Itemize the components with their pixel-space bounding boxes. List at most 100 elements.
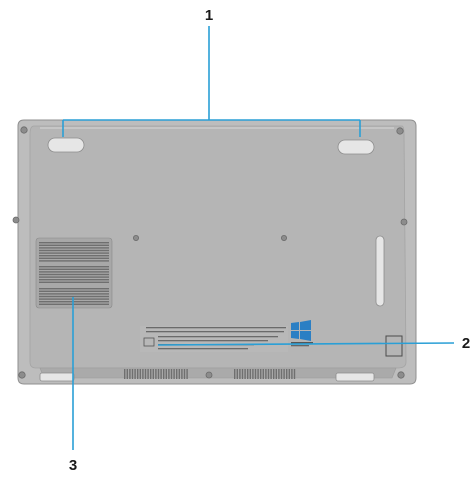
vent-slot: [155, 369, 157, 379]
vent-slot: [163, 369, 165, 379]
vent-slot: [139, 369, 141, 379]
callout-number-2: 2: [462, 335, 470, 352]
vent-slot: [144, 369, 147, 379]
vent-slot: [234, 369, 236, 379]
vent-slot: [257, 369, 259, 379]
service-tag-box: [385, 335, 403, 357]
vent-slot: [131, 369, 134, 379]
vent-slot: [165, 369, 167, 379]
vent-slot: [291, 369, 293, 379]
label-text-line: [158, 336, 278, 338]
vent-slot: [273, 369, 275, 379]
vent-slot: [126, 369, 128, 379]
vent-slot: [236, 369, 238, 379]
vent-slot: [181, 369, 183, 379]
callout-lines: [62, 26, 455, 450]
screw-icon: [132, 234, 139, 241]
vent-slot: [280, 369, 283, 379]
vent-slot: [178, 369, 180, 379]
vent-slot: [252, 369, 254, 379]
front-foot-right: [335, 372, 375, 382]
screw-icon: [397, 371, 405, 379]
screw-icon: [205, 371, 213, 379]
vent-slot: [39, 257, 109, 259]
screw-icon: [18, 371, 26, 379]
vent-slot: [137, 369, 139, 379]
vent-slot: [39, 271, 109, 273]
vent-slot: [39, 295, 109, 298]
vent-slot: [39, 268, 109, 270]
screw-icon: [280, 234, 287, 241]
front-vents: [124, 369, 296, 379]
vent-slot: [150, 369, 152, 379]
rubber-feet: [39, 137, 385, 382]
vent-slot: [39, 252, 109, 254]
vent-slot: [173, 369, 175, 379]
vent-slot: [152, 369, 154, 379]
vent-slot: [39, 298, 109, 300]
front-foot-left: [39, 372, 75, 382]
vent-slot: [241, 369, 244, 379]
vent-slot: [39, 255, 109, 257]
bottom-panel: [29, 125, 407, 369]
vent-slot: [262, 369, 264, 379]
screw-icon: [12, 216, 20, 224]
vent-slot: [39, 279, 109, 281]
vent-slot: [39, 290, 109, 292]
vent-slot: [39, 293, 109, 295]
front-vent-left: [124, 369, 188, 379]
vent-slot: [39, 249, 109, 252]
label-text-line: [158, 348, 248, 350]
callout-2-line: [157, 342, 455, 346]
vent-slot: [183, 369, 186, 379]
vent-slot: [249, 369, 251, 379]
side-foot-right: [375, 235, 385, 307]
vent-slot: [275, 369, 277, 379]
regulatory-label: [140, 326, 288, 352]
label-area: [140, 326, 288, 352]
vent-slot: [134, 369, 136, 379]
vent-slot: [186, 369, 188, 379]
vent-slot: [39, 303, 109, 305]
rear-foot-left: [47, 137, 85, 153]
vent-slot: [254, 369, 257, 379]
vent-slot: [265, 369, 267, 379]
screw-icon: [396, 127, 404, 135]
label-text-line: [158, 340, 268, 342]
vent-slot: [39, 301, 109, 303]
vent-slot: [288, 369, 290, 379]
vent-slot: [129, 369, 131, 379]
vent-slots: [39, 242, 109, 305]
vent-slot: [157, 369, 160, 379]
vent-slot: [278, 369, 280, 379]
vent-slot: [293, 369, 296, 379]
vent-slot: [270, 369, 272, 379]
vent-slot: [39, 288, 109, 290]
callout-number-3: 3: [69, 457, 77, 474]
laptop-chassis: [17, 119, 417, 385]
vent-slot: [170, 369, 173, 379]
vent-slot: [239, 369, 241, 379]
vent-slot: [39, 266, 109, 268]
coa-label-lines: [291, 342, 313, 344]
vent-slot: [147, 369, 149, 379]
windows-logo-icon: [291, 320, 313, 347]
vent-slot: [39, 281, 109, 283]
left-vent-grille: [35, 237, 113, 309]
vent-slot: [286, 369, 288, 379]
vent-slot: [39, 247, 109, 249]
vent-slot: [247, 369, 249, 379]
vent-slot: [39, 273, 109, 276]
screws: [12, 126, 408, 379]
vent-slot: [39, 244, 109, 246]
screw-icon: [400, 218, 408, 226]
vent-slot: [176, 369, 178, 379]
vent-slot: [260, 369, 262, 379]
vent-slot: [160, 369, 162, 379]
callout-number-1: 1: [205, 7, 213, 24]
front-vent-right: [234, 369, 296, 379]
vent-slot: [39, 276, 109, 278]
vent-slot: [142, 369, 144, 379]
label-text-line: [146, 327, 286, 329]
